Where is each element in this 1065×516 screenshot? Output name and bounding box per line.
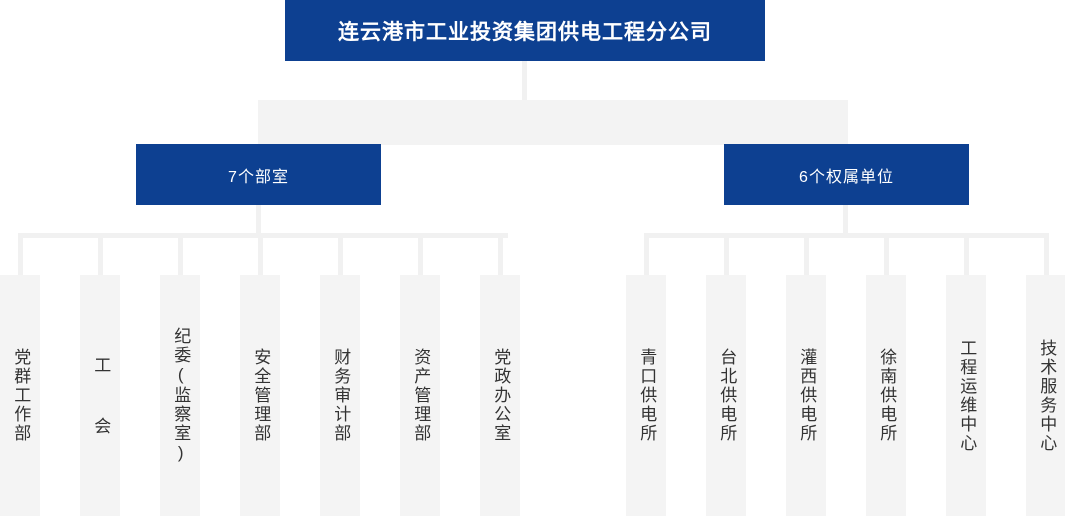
connector-riser (724, 233, 729, 275)
leaf-node-label: 党政办公室 (491, 348, 511, 443)
group-node-departments[interactable]: 7个部室 (136, 144, 381, 205)
leaf-node-label: 工 会 (91, 355, 111, 436)
leaf-node-department-6[interactable]: 资产管理部 (400, 275, 440, 516)
leaf-node-label: 资产管理部 (411, 348, 431, 443)
connector-riser (804, 233, 809, 275)
leaf-node-label: 财务审计部 (331, 348, 351, 443)
connector-drop-right (843, 205, 848, 237)
leaf-node-subsidiary-5[interactable]: 工程运维中心 (946, 275, 986, 516)
leaf-node-label: 青口供电所 (637, 348, 657, 443)
leaf-node-subsidiary-4[interactable]: 徐南供电所 (866, 275, 906, 516)
group-node-subsidiaries-label: 6个权属单位 (799, 168, 894, 186)
leaf-node-label: 徐南供电所 (877, 348, 897, 443)
connector-bus-right (644, 233, 1046, 238)
leaf-node-label: 灌西供电所 (797, 348, 817, 443)
connector-riser (498, 233, 503, 275)
connector-riser (644, 233, 649, 275)
connector-drop-left (256, 205, 261, 237)
connector-riser (1044, 233, 1049, 275)
connector-root-stub (522, 61, 527, 101)
connector-slab (258, 100, 848, 145)
leaf-node-department-5[interactable]: 财务审计部 (320, 275, 360, 516)
leaf-node-label: 纪委(监察室) (171, 327, 191, 464)
root-node-company[interactable]: 连云港市工业投资集团供电工程分公司 (285, 0, 765, 61)
group-node-subsidiaries[interactable]: 6个权属单位 (724, 144, 969, 205)
connector-riser (18, 233, 23, 275)
leaf-node-department-1[interactable]: 党群工作部 (0, 275, 40, 516)
leaf-node-label: 技术服务中心 (1037, 338, 1057, 453)
leaf-node-department-2[interactable]: 工 会 (80, 275, 120, 516)
leaf-node-subsidiary-3[interactable]: 灌西供电所 (786, 275, 826, 516)
leaf-node-subsidiary-1[interactable]: 青口供电所 (626, 275, 666, 516)
connector-riser (418, 233, 423, 275)
leaf-node-subsidiary-6[interactable]: 技术服务中心 (1026, 275, 1065, 516)
leaf-node-label: 台北供电所 (717, 348, 737, 443)
connector-riser (98, 233, 103, 275)
leaf-node-subsidiary-2[interactable]: 台北供电所 (706, 275, 746, 516)
connector-riser (338, 233, 343, 275)
leaf-node-label: 党群工作部 (11, 348, 31, 443)
connector-riser (178, 233, 183, 275)
connector-bus-left (18, 233, 508, 238)
root-node-label: 连云港市工业投资集团供电工程分公司 (338, 20, 712, 44)
leaf-node-label: 安全管理部 (251, 348, 271, 443)
leaf-node-department-7[interactable]: 党政办公室 (480, 275, 520, 516)
connector-riser (964, 233, 969, 275)
connector-riser (258, 233, 263, 275)
group-node-departments-label: 7个部室 (228, 168, 289, 186)
leaf-node-department-3[interactable]: 纪委(监察室) (160, 275, 200, 516)
leaf-node-department-4[interactable]: 安全管理部 (240, 275, 280, 516)
connector-riser (884, 233, 889, 275)
leaf-node-label: 工程运维中心 (957, 338, 977, 453)
